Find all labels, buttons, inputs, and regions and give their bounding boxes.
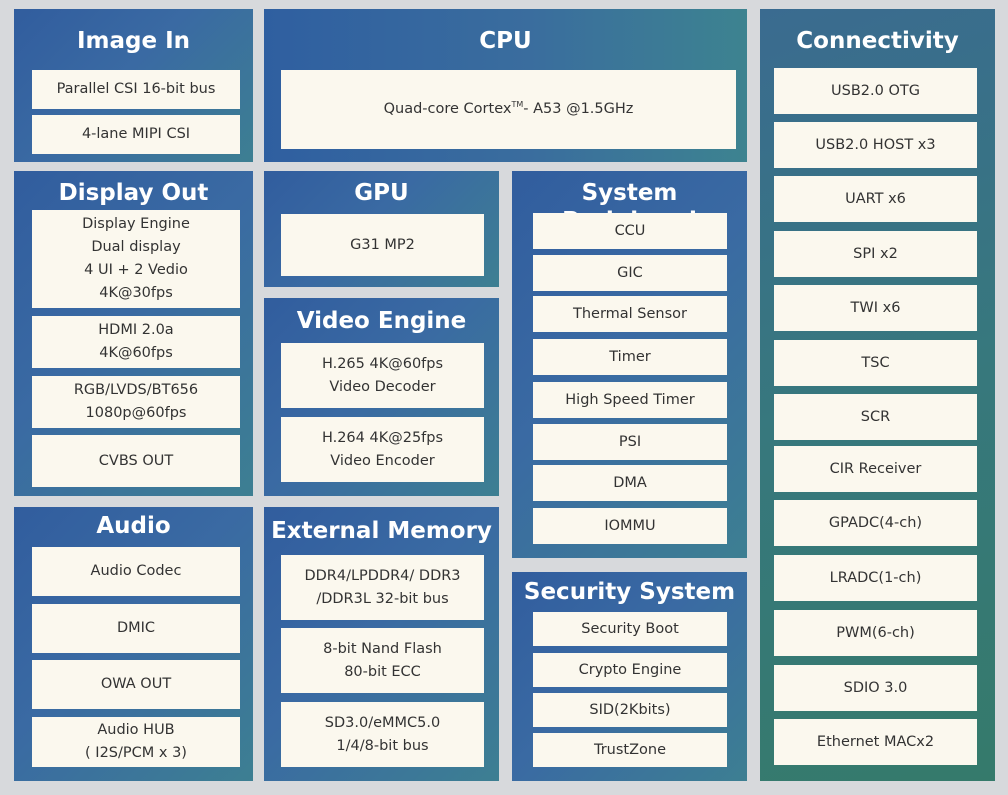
security-item: TrustZone (533, 733, 727, 767)
audio-item: DMIC (32, 604, 240, 653)
external-memory-title: External Memory (271, 518, 492, 544)
gpu-title: GPU (354, 180, 409, 206)
security-item: Crypto Engine (533, 653, 727, 687)
connectivity-item: CIR Receiver (774, 446, 977, 492)
system-peripheral-item: IOMMU (533, 508, 727, 544)
audio-item: Audio Codec (32, 547, 240, 596)
audio-title: Audio (96, 513, 171, 539)
connectivity-item: GPADC(4-ch) (774, 500, 977, 546)
image-in-item: Parallel CSI 16-bit bus (32, 70, 240, 109)
ddr-item: DDR4/LPDDR4/ DDR3/DDR3L 32-bit bus (281, 555, 484, 620)
system-peripheral-panel: System Peripheral CCU GIC Thermal Sensor… (512, 171, 747, 558)
connectivity-item: SPI x2 (774, 231, 977, 277)
video-engine-title: Video Engine (296, 308, 467, 334)
connectivity-item: PWM(6-ch) (774, 610, 977, 656)
connectivity-item: USB2.0 HOST x3 (774, 122, 977, 168)
system-peripheral-item: CCU (533, 213, 727, 249)
security-system-panel: Security System Security Boot Crypto Eng… (512, 572, 747, 781)
external-memory-panel: External Memory DDR4/LPDDR4/ DDR3/DDR3L … (264, 507, 499, 781)
image-in-item: 4-lane MIPI CSI (32, 115, 240, 154)
system-peripheral-item: High Speed Timer (533, 382, 727, 418)
connectivity-item: SDIO 3.0 (774, 665, 977, 711)
connectivity-item: USB2.0 OTG (774, 68, 977, 114)
connectivity-item: TSC (774, 340, 977, 386)
system-peripheral-item: Timer (533, 339, 727, 375)
system-peripheral-item: DMA (533, 465, 727, 501)
security-item: Security Boot (533, 612, 727, 646)
connectivity-item: TWI x6 (774, 285, 977, 331)
cpu-panel: CPU Quad-core CortexTM- A53 @1.5GHz (264, 9, 747, 162)
gpu-panel: GPU G31 MP2 (264, 171, 499, 287)
gpu-item: G31 MP2 (281, 214, 484, 276)
connectivity-item: Ethernet MACx2 (774, 719, 977, 765)
cvbs-out-item: CVBS OUT (32, 435, 240, 487)
connectivity-panel: Connectivity USB2.0 OTG USB2.0 HOST x3 U… (760, 9, 995, 781)
cpu-description: Quad-core CortexTM- A53 @1.5GHz (281, 70, 736, 149)
cpu-title: CPU (479, 28, 532, 54)
connectivity-item: LRADC(1-ch) (774, 555, 977, 601)
audio-panel: Audio Audio Codec DMIC OWA OUT Audio HUB… (14, 507, 253, 781)
audio-item: OWA OUT (32, 660, 240, 709)
display-out-title: Display Out (58, 180, 209, 206)
system-peripheral-item: Thermal Sensor (533, 296, 727, 332)
audio-hub-item: Audio HUB( I2S/PCM x 3) (32, 717, 240, 767)
image-in-title: Image In (76, 28, 191, 54)
connectivity-item: SCR (774, 394, 977, 440)
connectivity-item: UART x6 (774, 176, 977, 222)
security-item: SID(2Kbits) (533, 693, 727, 727)
system-peripheral-item: GIC (533, 255, 727, 291)
system-peripheral-item: PSI (533, 424, 727, 460)
security-system-title: Security System (523, 579, 736, 605)
image-in-panel: Image In Parallel CSI 16-bit bus 4-lane … (14, 9, 253, 162)
connectivity-title: Connectivity (796, 28, 959, 54)
